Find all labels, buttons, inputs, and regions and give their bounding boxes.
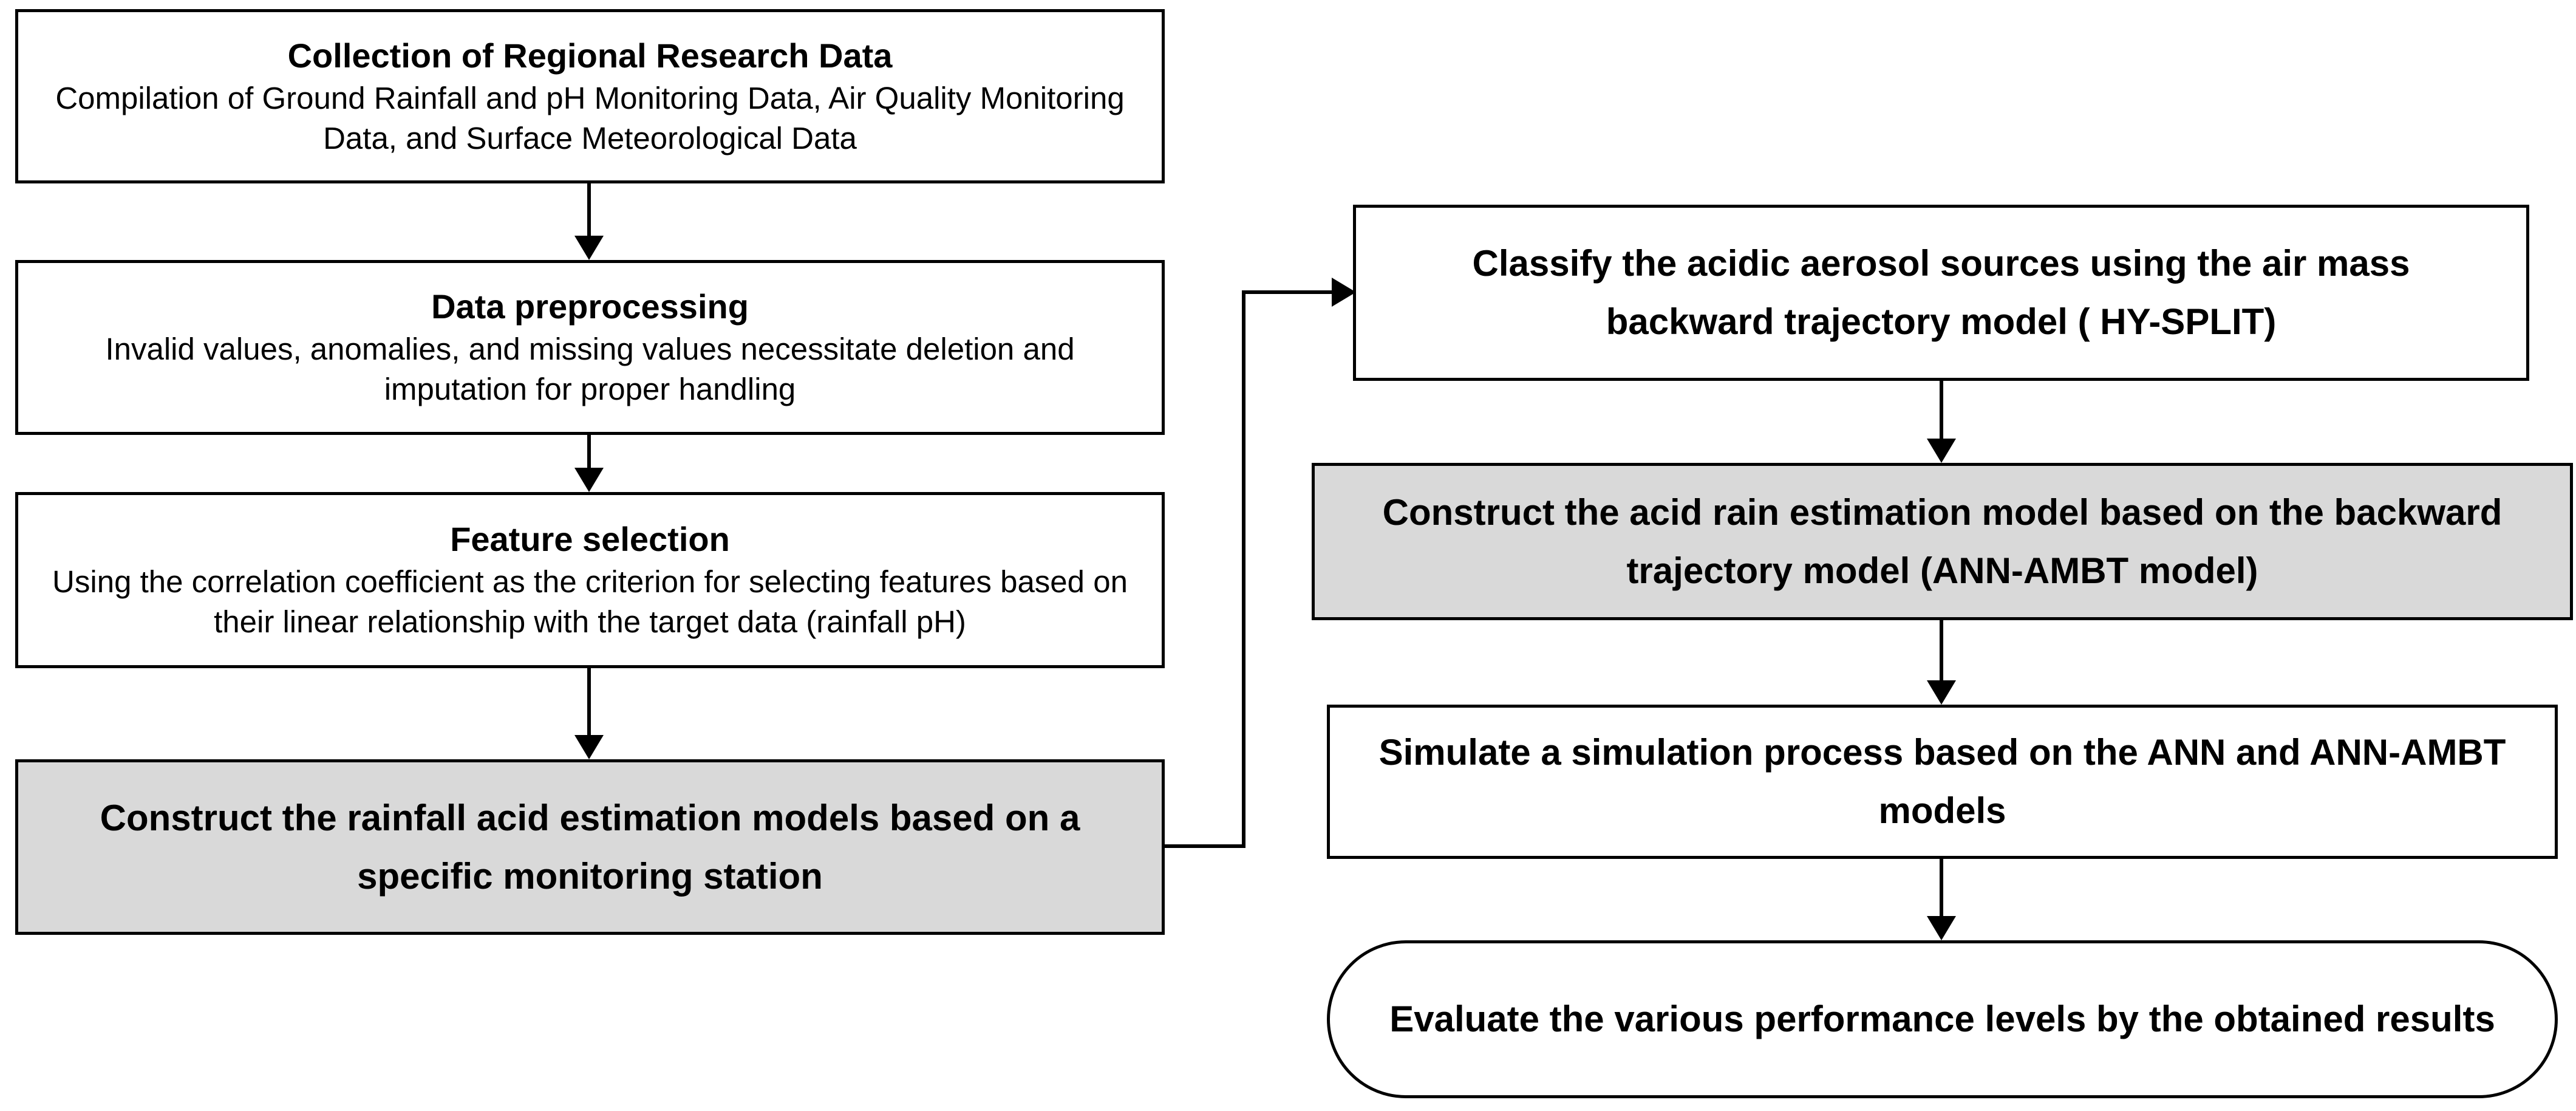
arrowhead-classify-sources [1332, 278, 1356, 307]
collection-title: Collection of Regional Research Data [287, 36, 893, 75]
feature-selection-box: Feature selection Using the correlation … [15, 492, 1165, 668]
arrowhead-station-model [574, 735, 604, 759]
collection-description: Compilation of Ground Rainfall and pH Mo… [55, 80, 1125, 156]
arrowhead-preprocessing [574, 236, 604, 260]
arrowhead-ann-ambt [1927, 439, 1956, 463]
ann-ambt-model-box: Construct the acid rain estimation model… [1312, 463, 2573, 620]
station-model-box: Construct the rainfall acid estimation m… [15, 759, 1165, 935]
preprocessing-box: Data preprocessing Invalid values, anoma… [15, 260, 1165, 435]
arrowhead-feature-selection [574, 468, 604, 492]
feature-selection-title: Feature selection [450, 520, 730, 559]
collection-box: Collection of Regional Research Data Com… [15, 9, 1165, 183]
station-model-title: Construct the rainfall acid estimation m… [100, 797, 1080, 897]
ann-ambt-model-title: Construct the acid rain estimation model… [1382, 491, 2503, 591]
arrow-station-model-to-classify-sources [1163, 290, 1333, 848]
arrowhead-evaluation [1927, 916, 1956, 940]
preprocessing-description: Invalid values, anomalies, and missing v… [105, 332, 1075, 407]
evaluation-title: Evaluate the various performance levels … [1389, 999, 2495, 1039]
feature-selection-description: Using the correlation coefficient as the… [52, 564, 1128, 640]
simulation-box: Simulate a simulation process based on t… [1327, 705, 2558, 859]
classify-sources-box: Classify the acidic aerosol sources usin… [1353, 205, 2529, 381]
classify-sources-title: Classify the acidic aerosol sources usin… [1472, 243, 2410, 342]
simulation-title: Simulate a simulation process based on t… [1378, 732, 2506, 831]
preprocessing-title: Data preprocessing [431, 287, 749, 326]
evaluation-terminal: Evaluate the various performance levels … [1327, 940, 2558, 1098]
arrowhead-simulation [1927, 680, 1956, 705]
